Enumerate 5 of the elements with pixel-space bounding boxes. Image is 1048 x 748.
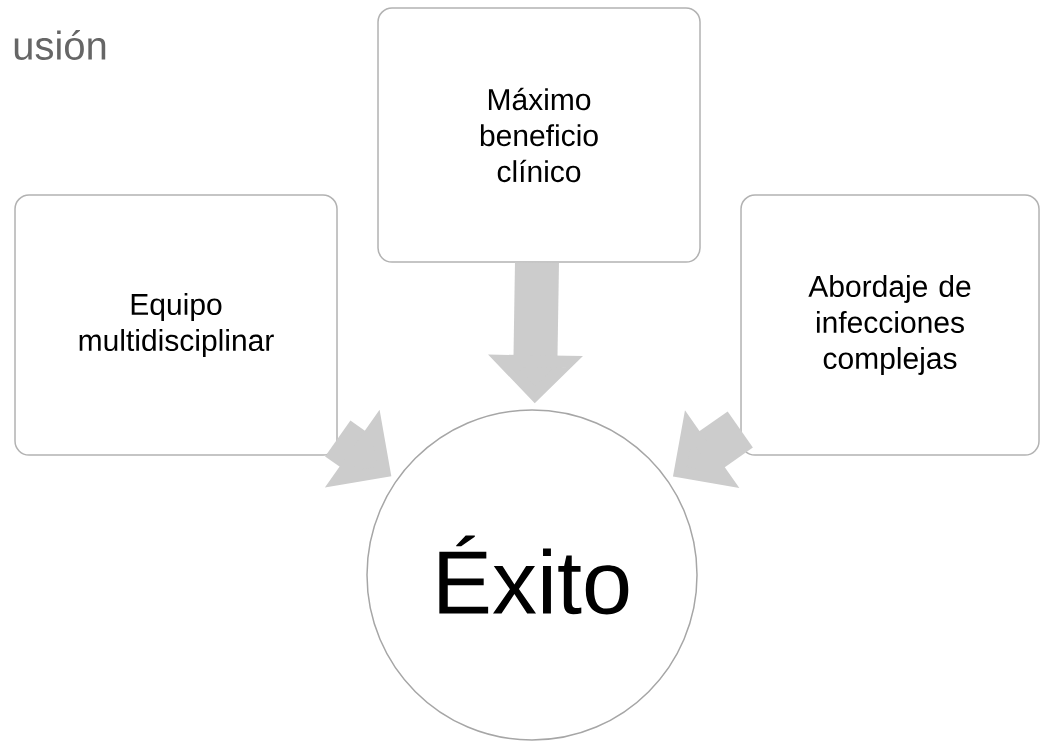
rounded-box: Abordaje de infecciones complejas [740,194,1040,456]
circle-node: Éxito [366,409,698,741]
rounded-box: Equipo multidisciplinar [14,194,338,456]
title: usión [14,30,106,60]
rounded-box: Máximo beneficio clínico [377,7,701,263]
